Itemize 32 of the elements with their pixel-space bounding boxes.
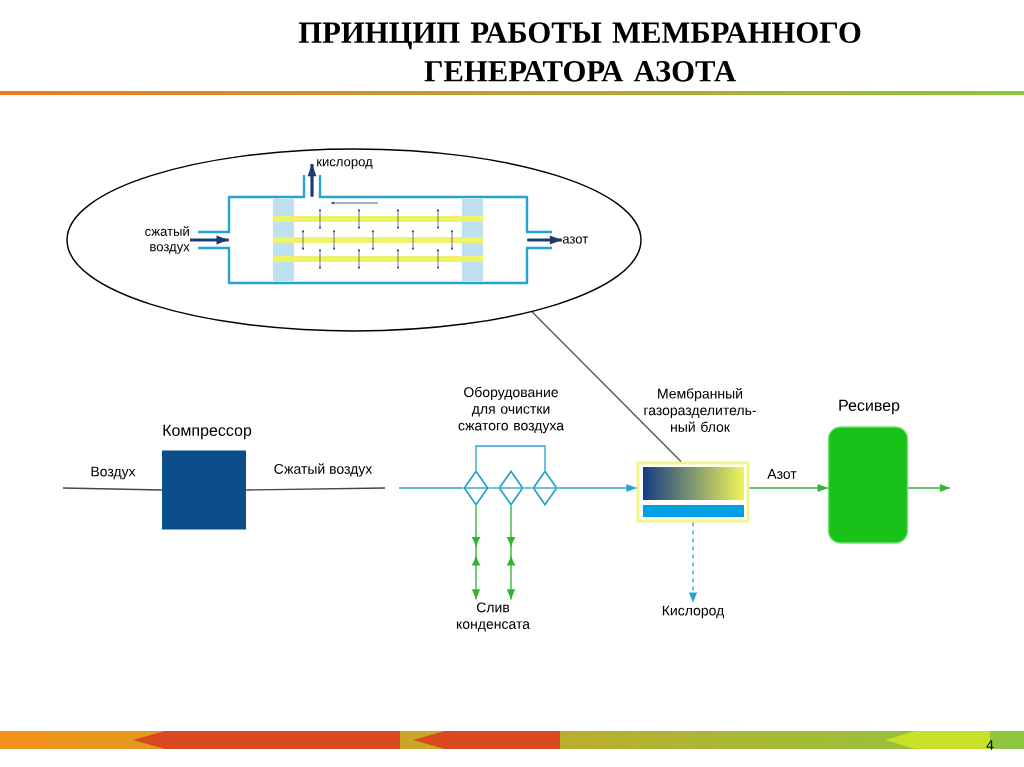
arrow: [527, 235, 562, 245]
membrane-module-drawing: [196, 173, 554, 285]
edge-label: Сжатый воздух: [272, 462, 374, 478]
outlet-label: Слив конденсата: [456, 602, 530, 632]
inlet-label: сжатый воздух: [145, 226, 190, 254]
arrow: [557, 483, 638, 493]
edge-label: Воздух: [89, 465, 137, 481]
arrow: [190, 235, 229, 245]
group-heading: Оборудование для очистки сжатого воздуха: [458, 386, 565, 434]
title: ПРИНЦИП РАБОТЫ МЕМБРАННОГО ГЕНЕРАТОРА АЗОТА: [298, 22, 861, 82]
arrow: [471, 505, 481, 601]
outlet-label: Кислород: [662, 605, 725, 619]
inset-ellipse: [66, 148, 642, 332]
flow-line: [475, 445, 546, 471]
outlet-label: кислород: [317, 159, 373, 169]
arrow: [688, 521, 698, 604]
leader-line: [531, 311, 682, 463]
arrow: [307, 164, 317, 197]
arrow: [506, 505, 516, 601]
heading-text: Мембранный газоразделитель- ный блок: [644, 388, 756, 432]
flow-line: [62, 487, 163, 491]
heading-text: Компрессор: [163, 424, 252, 440]
arrow: [748, 483, 829, 493]
edge-label: Азот: [765, 467, 799, 481]
flow-line: [245, 487, 386, 491]
flow-line: [488, 487, 499, 489]
flow-line: [523, 487, 533, 489]
flow-line: [398, 487, 464, 489]
arrow: [907, 483, 951, 493]
page-number: 4: [986, 740, 994, 750]
outlet-label: азот: [562, 236, 588, 244]
heading-text: Ресивер: [839, 399, 900, 415]
